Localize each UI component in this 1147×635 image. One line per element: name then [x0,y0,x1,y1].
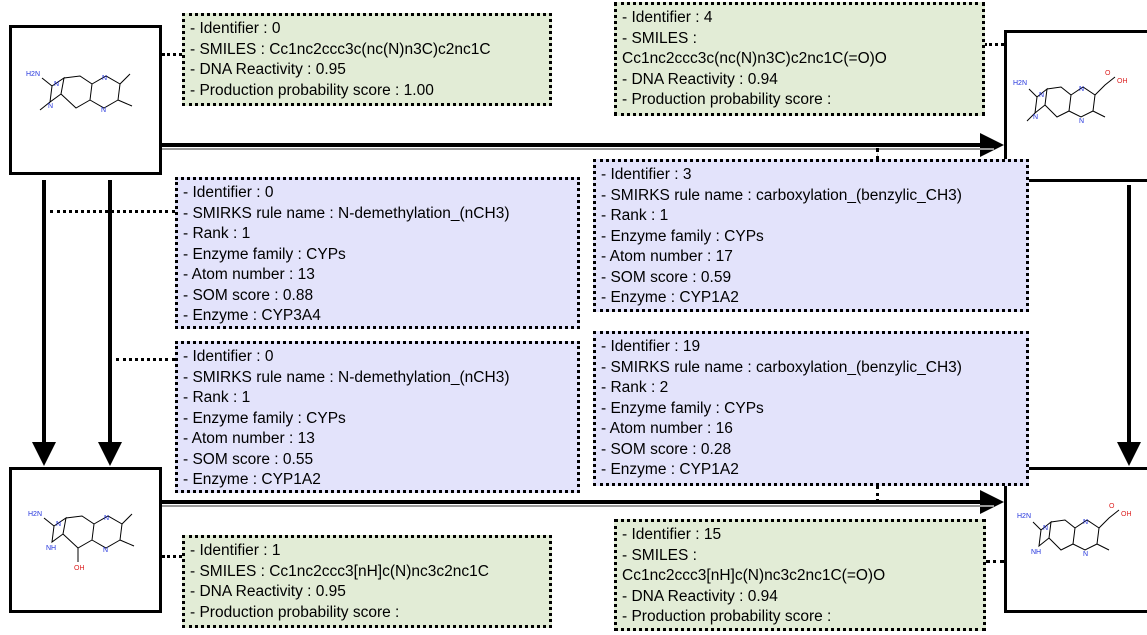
enzyme-line: - Enzyme : CYP1A2 [601,289,739,306]
identifier-line: - Identifier : 0 [190,20,281,37]
atom-number-line: - Atom number : 13 [183,266,315,283]
production-score-line: - Production probability score : [622,91,832,108]
smiles-value-line: Cc1nc2ccc3[nH]c(N)nc3c2nc1C(=O)O [622,567,886,584]
identifier-line: - Identifier : 0 [183,348,274,365]
amine-label: H2N [28,511,42,518]
smirks-rule-line: - SMIRKS rule name : N-demethylation_(nC… [183,204,510,222]
rank-line: - Rank : 2 [601,379,669,396]
rank-line: - Rank : 1 [183,225,251,242]
atom-n-label: N [1033,114,1038,121]
amine-label: H2N [1017,513,1031,520]
atom-n-label: N [101,107,106,114]
compound-info-box: - Identifier : 15 - SMILES : Cc1nc2ccc3[… [614,519,986,631]
connector [116,358,175,361]
enzyme-family-line: - Enzyme family : CYPs [601,399,764,417]
smiles-line: - SMILES : [622,546,697,564]
compound-info-box: - Identifier : 1 - SMILES : Cc1nc2ccc3[n… [182,535,552,628]
connector [876,148,879,160]
hydroxyl-label: OH [1117,78,1128,85]
dna-reactivity-line: - DNA Reactivity : 0.94 [622,587,778,605]
enzyme-line: - Enzyme : CYP1A2 [183,471,321,488]
rank-line: - Rank : 1 [183,389,251,406]
amine-label: H2N [1013,80,1027,87]
atom-n-label: N [103,547,108,554]
connector [984,43,1004,46]
identifier-line: - Identifier : 19 [601,338,701,355]
molecule-structure-1: H2N N NH N N OH [28,511,135,572]
imidazole-nh-label: NH [1031,549,1041,556]
atom-number-line: - Atom number : 16 [601,420,733,437]
connector [876,486,879,502]
atom-n-label: N [1039,92,1044,99]
production-score-line: - Production probability score : [622,608,832,625]
amine-label: H2N [26,71,40,78]
identifier-line: - Identifier : 15 [622,526,722,543]
reaction-info-box: - Identifier : 3 - SMIRKS rule name : ca… [593,159,1029,312]
connector [162,53,182,56]
hydroxyl-label: OH [74,565,85,572]
imidazole-nh-label: NH [46,545,56,552]
atom-n-label: N [1083,519,1088,526]
atom-n-label: N [1079,118,1084,125]
smirks-rule-line: - SMIRKS rule name : carboxylation_(benz… [601,186,962,204]
carbonyl-oxygen-label: O [1109,503,1115,510]
dna-reactivity-line: - DNA Reactivity : 0.95 [190,583,346,600]
atom-n-label: N [54,81,59,88]
identifier-line: - Identifier : 4 [622,9,713,26]
enzyme-family-line: - Enzyme family : CYPs [183,245,346,263]
rank-line: - Rank : 1 [601,207,669,224]
smiles-line: - SMILES : [622,29,697,47]
som-score-line: - SOM score : 0.28 [601,440,732,458]
molecule-card-0[interactable]: H2N N N N N [9,25,162,175]
enzyme-family-line: - Enzyme family : CYPs [183,409,346,427]
atom-n-label: N [1079,86,1084,93]
som-score-line: - SOM score : 0.88 [183,286,314,304]
atom-n-label: N [104,515,109,522]
reaction-info-box: - Identifier : 19 - SMIRKS rule name : c… [593,331,1029,486]
molecule-card-1[interactable]: H2N N NH N N OH [9,467,162,613]
molecule-structure-4: H2N N N N N O OH [1013,70,1128,125]
som-score-line: - SOM score : 0.59 [601,268,732,286]
atom-number-line: - Atom number : 17 [601,248,733,265]
atom-n-label: N [102,75,107,82]
atom-n-label: N [48,103,53,110]
connector [986,560,1004,563]
identifier-line: - Identifier : 1 [190,542,281,559]
smiles-line: - SMILES : Cc1nc2ccc3[nH]c(N)nc3c2nc1C [190,562,489,580]
enzyme-family-line: - Enzyme family : CYPs [601,227,764,245]
atom-n-label: N [56,521,61,528]
smiles-value-line: Cc1nc2ccc3c(nc(N)n3C)c2nc1C(=O)O [622,50,887,67]
molecule-structure-15: H2N N NH N N O OH [1017,503,1132,558]
identifier-line: - Identifier : 3 [601,166,692,183]
enzyme-line: - Enzyme : CYP3A4 [183,307,321,324]
production-score-line: - Production probability score : [190,603,400,621]
atom-n-label: N [1083,551,1088,558]
carbonyl-oxygen-label: O [1105,70,1111,77]
smirks-rule-line: - SMIRKS rule name : N-demethylation_(nC… [183,368,510,386]
som-score-line: - SOM score : 0.55 [183,450,314,468]
compound-info-box: - Identifier : 0 - SMILES : Cc1nc2ccc3c(… [182,13,552,106]
reaction-info-box: - Identifier : 0 - SMIRKS rule name : N-… [175,341,580,493]
connector [50,210,175,213]
smirks-rule-line: - SMIRKS rule name : carboxylation_(benz… [601,358,962,376]
molecule-card-4[interactable]: H2N N N N N O OH [1004,30,1147,182]
molecule-card-15[interactable]: H2N N NH N N O OH [1004,467,1147,613]
smiles-line: - SMILES : Cc1nc2ccc3c(nc(N)n3C)c2nc1C [190,40,491,58]
hydroxyl-label: OH [1121,511,1132,518]
atom-number-line: - Atom number : 13 [183,430,315,447]
dna-reactivity-line: - DNA Reactivity : 0.94 [622,70,778,88]
identifier-line: - Identifier : 0 [183,184,274,201]
molecule-structure-0: H2N N N N N [26,71,133,114]
enzyme-line: - Enzyme : CYP1A2 [601,461,739,478]
reaction-info-box: - Identifier : 0 - SMIRKS rule name : N-… [175,177,580,329]
dna-reactivity-line: - DNA Reactivity : 0.95 [190,61,346,78]
compound-info-box: - Identifier : 4 - SMILES : Cc1nc2ccc3c(… [614,2,985,116]
connector [162,555,182,558]
atom-n-label: N [1043,525,1048,532]
production-score-line: - Production probability score : 1.00 [190,81,434,99]
